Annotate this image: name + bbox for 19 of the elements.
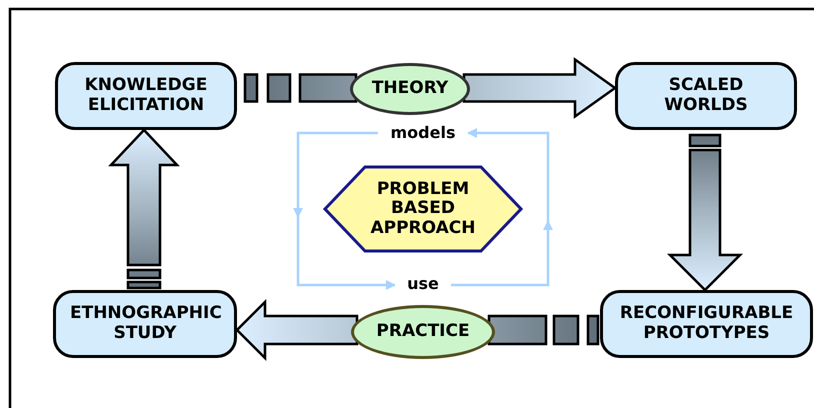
process-box [55, 62, 237, 130]
node-label: PROBLEM BASED APPROACH [369, 180, 477, 238]
node-label: THEORY [372, 79, 448, 99]
loop-label: models [390, 124, 456, 142]
process-box [615, 62, 797, 130]
block-arrow [235, 298, 358, 362]
block-arrow [462, 57, 618, 119]
block-arrow [666, 134, 744, 292]
node-label: SCALED WORLDS [663, 76, 749, 116]
process-box [53, 290, 237, 358]
block-arrow [488, 314, 600, 346]
node-label: ETHNOGRAPHIC STUDY [70, 304, 220, 344]
block-arrow [244, 73, 358, 103]
loop-label: use [407, 274, 439, 294]
block-arrow [108, 128, 180, 290]
node-label: KNOWLEDGE ELICITATION [84, 76, 208, 116]
node-label: PRACTICE [376, 322, 470, 342]
process-box [600, 290, 813, 358]
node-label: RECONFIGURABLE PROTOTYPES [618, 304, 794, 344]
